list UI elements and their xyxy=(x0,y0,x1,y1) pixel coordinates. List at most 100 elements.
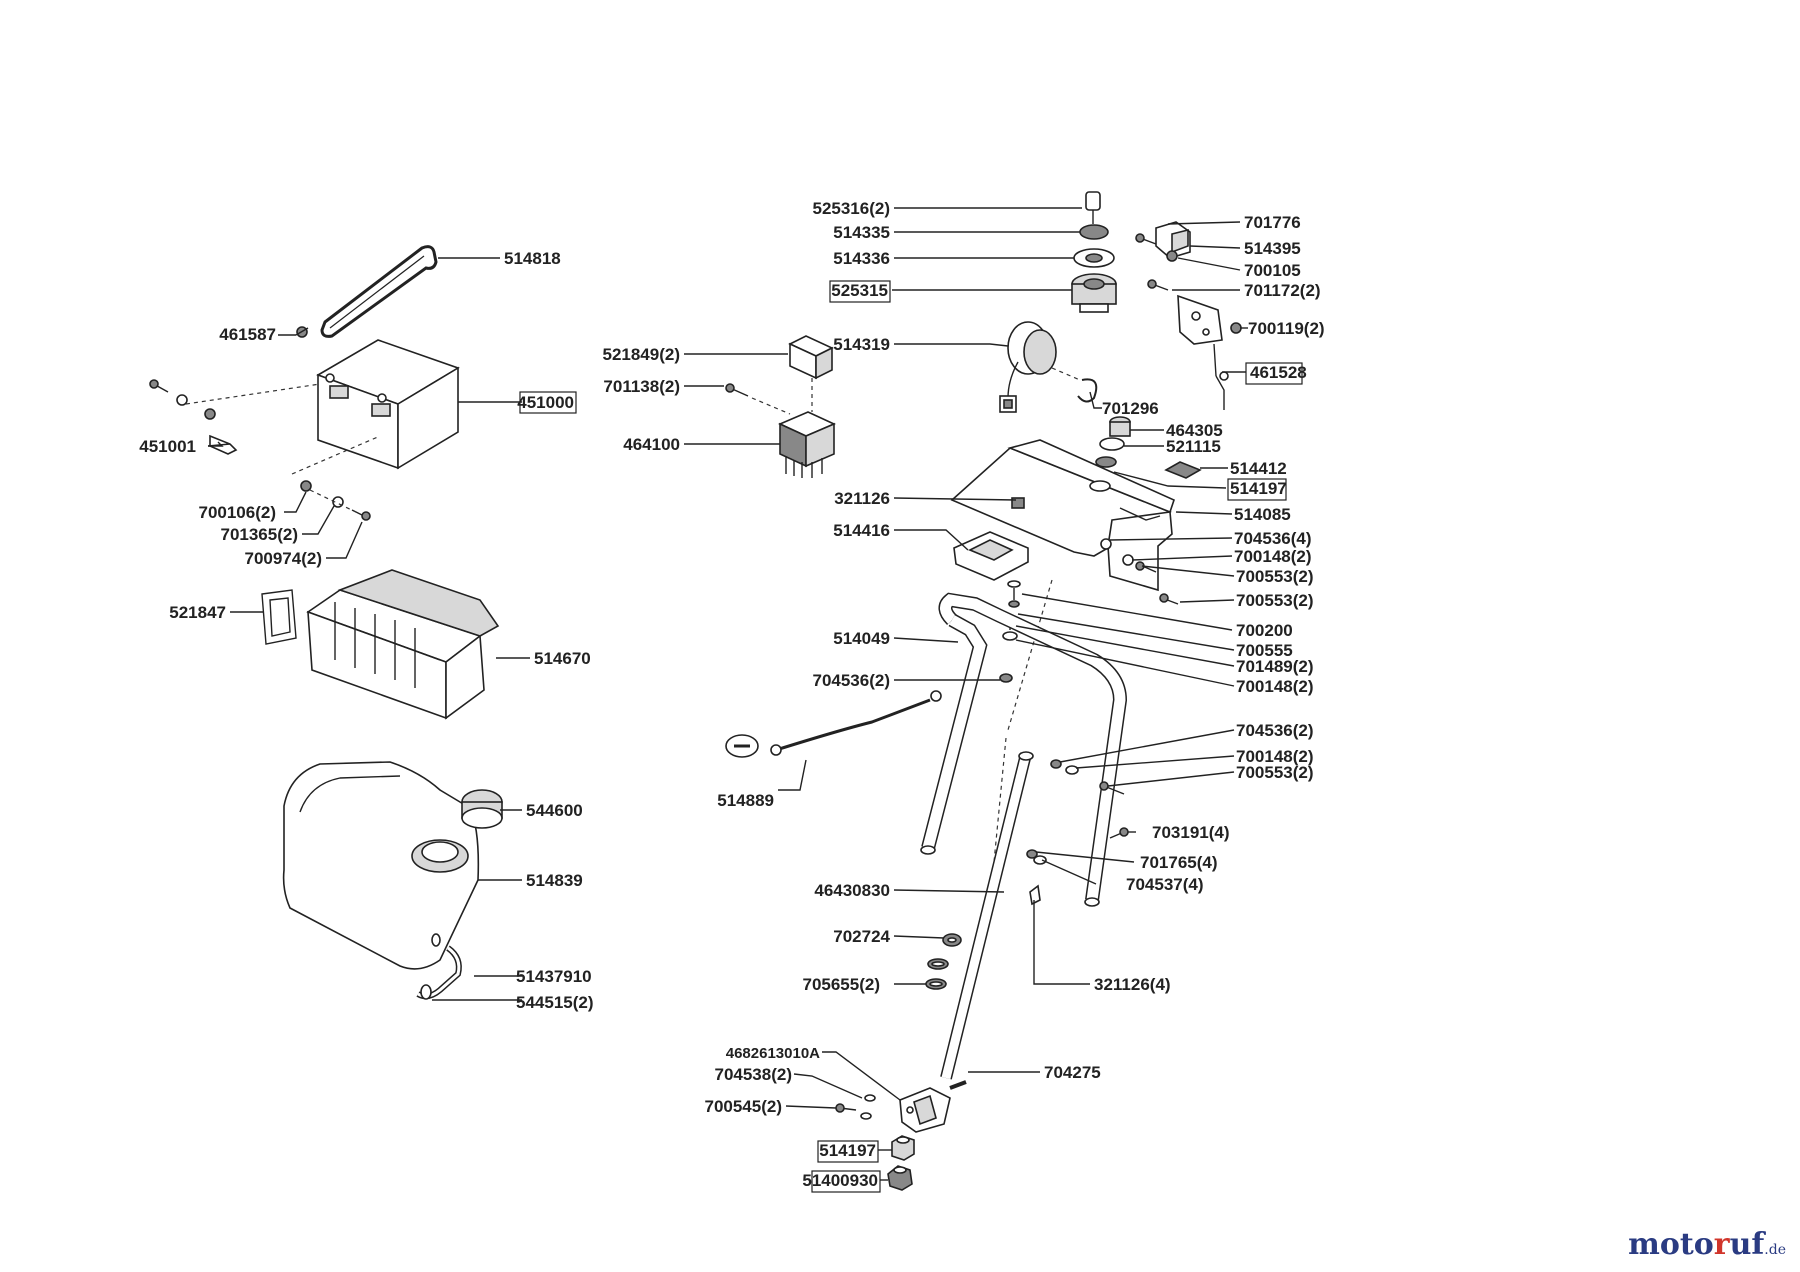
label-700553-2-a: 700553(2) xyxy=(1236,567,1314,586)
label-4682613010A: 4682613010A xyxy=(726,1045,820,1062)
bushing-464305 xyxy=(1095,416,1131,468)
label-464100: 464100 xyxy=(623,435,680,454)
battery-strap-514818 xyxy=(320,245,438,338)
label-701765-4: 701765(4) xyxy=(1140,853,1218,872)
label-514416: 514416 xyxy=(833,521,890,540)
shaft-46430830 xyxy=(940,751,1034,1080)
label-514412: 514412 xyxy=(1230,459,1287,478)
dashed-guide xyxy=(1007,579,1053,731)
label-46430830: 46430830 xyxy=(814,881,890,900)
label-700545-2: 700545(2) xyxy=(704,1097,782,1116)
label-51437910: 51437910 xyxy=(516,967,592,986)
label-525315: 525315 xyxy=(831,281,888,300)
label-521115: 521115 xyxy=(1166,437,1221,456)
label-514319: 514319 xyxy=(833,335,890,354)
label-700553-2-b: 700553(2) xyxy=(1236,591,1314,610)
label-321126-4: 321126(4) xyxy=(1094,975,1171,994)
fuel-hose-51437910 xyxy=(416,933,462,1000)
label-boxes xyxy=(519,280,1303,1193)
label-514197-top: 514197 xyxy=(1230,479,1287,498)
label-700148-2-c: 700148(2) xyxy=(1236,747,1314,766)
label-705655-2: 705655(2) xyxy=(802,975,880,994)
fuel-tank-514839 xyxy=(282,761,480,970)
label-451001: 451001 xyxy=(139,437,196,456)
label-514395: 514395 xyxy=(1244,239,1301,258)
seal-521847 xyxy=(261,589,297,645)
pad-514412 xyxy=(1164,461,1202,479)
watermark-text-end: uf xyxy=(1729,1227,1765,1262)
label-321126: 321126 xyxy=(834,489,890,508)
ignition-switch-525315 xyxy=(1071,273,1117,313)
label-544515-2: 544515(2) xyxy=(516,993,594,1012)
label-514336: 514336 xyxy=(833,249,890,268)
tank-cap-544600 xyxy=(461,789,503,829)
label-514839: 514839 xyxy=(526,871,583,890)
pin-704275 xyxy=(949,1080,967,1090)
label-703191-4: 703191(4) xyxy=(1152,823,1230,842)
control-panel-514085 xyxy=(950,439,1175,592)
label-701489-2: 701489(2) xyxy=(1236,657,1314,676)
watermark-r: r xyxy=(1713,1227,1730,1262)
label-700105: 700105 xyxy=(1244,261,1301,280)
label-461528: 461528 xyxy=(1250,363,1307,382)
watermark-text: moto xyxy=(1628,1227,1714,1262)
clamp-514416 xyxy=(953,531,1029,581)
label-544600: 544600 xyxy=(526,801,583,820)
label-461587: 461587 xyxy=(219,325,276,344)
handle-bar-514049 xyxy=(920,592,1128,907)
fuse-box-464100 xyxy=(778,378,836,478)
fastener-set-bar-right xyxy=(1026,759,1129,906)
leader-lines xyxy=(207,207,1248,1181)
label-700200: 700200 xyxy=(1236,621,1293,640)
label-700555: 700555 xyxy=(1236,641,1293,660)
label-700148-2-a: 700148(2) xyxy=(1234,547,1312,566)
gear-51400930 xyxy=(887,1165,913,1191)
label-701296: 701296 xyxy=(1102,399,1159,418)
label-704536-2-b: 704536(2) xyxy=(1236,721,1314,740)
dashed-guide xyxy=(1051,367,1081,381)
label-514049: 514049 xyxy=(833,629,890,648)
label-704536-4: 704536(4) xyxy=(1234,529,1312,548)
screw-461587 xyxy=(295,326,309,338)
label-521849-2: 521849(2) xyxy=(602,345,680,364)
battery-451000 xyxy=(316,339,460,470)
bracket-461528 xyxy=(1147,279,1242,410)
part-labels: 514818 461587 451000 451001 700106(2) 70… xyxy=(139,199,1324,1190)
label-514670: 514670 xyxy=(534,649,591,668)
horn-514319 xyxy=(999,321,1057,413)
label-704537-4: 704537(4) xyxy=(1126,875,1204,894)
label-464305: 464305 xyxy=(1166,421,1223,440)
clip-701296 xyxy=(1077,378,1098,403)
ignition-key-525316 xyxy=(1085,191,1101,224)
label-701172-2: 701172(2) xyxy=(1244,281,1321,300)
label-700119-2: 700119(2) xyxy=(1248,319,1325,338)
label-514889: 514889 xyxy=(717,791,774,810)
label-704536-2-a: 704536(2) xyxy=(812,671,890,690)
label-701365-2: 701365(2) xyxy=(220,525,298,544)
nut-514336 xyxy=(1073,248,1115,268)
nut-bolt-700106 xyxy=(300,480,371,521)
watermark-logo: motoruf.de xyxy=(1628,1227,1786,1262)
joint-4682613010A xyxy=(899,1087,951,1133)
label-451000: 451000 xyxy=(517,393,574,412)
label-704538-2: 704538(2) xyxy=(714,1065,792,1084)
label-700148-2-b: 700148(2) xyxy=(1236,677,1314,696)
label-702724: 702724 xyxy=(833,927,890,946)
relay-521849 xyxy=(788,335,834,380)
nut-704536 xyxy=(999,673,1013,683)
label-525316-2: 525316(2) xyxy=(812,199,890,218)
washer-514335 xyxy=(1079,224,1109,240)
screw-700545 xyxy=(835,1094,876,1120)
watermark-tld: .de xyxy=(1764,1242,1786,1258)
label-514335: 514335 xyxy=(833,223,890,242)
label-701138-2: 701138(2) xyxy=(603,377,680,396)
rings-702724-705655 xyxy=(925,933,962,990)
label-51400930: 51400930 xyxy=(802,1171,878,1190)
label-700106-2: 700106(2) xyxy=(198,503,276,522)
label-704275: 704275 xyxy=(1044,1063,1101,1082)
nut-514197-bottom xyxy=(891,1135,915,1161)
label-514818: 514818 xyxy=(504,249,561,268)
battery-tray-514670 xyxy=(306,569,500,720)
label-514085: 514085 xyxy=(1234,505,1291,524)
